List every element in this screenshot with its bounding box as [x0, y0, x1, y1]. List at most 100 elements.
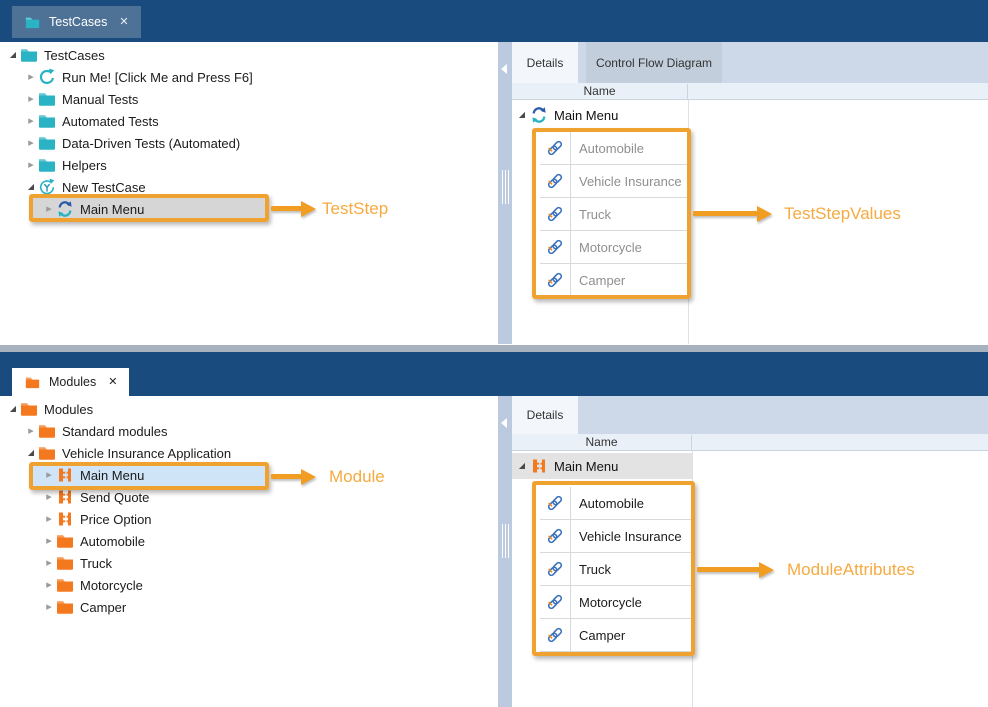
attribute-row[interactable]: Automobile [540, 487, 692, 520]
tree-item-run-me-click-me-and-press-f6[interactable]: ▸ Run Me! [Click Me and Press F6] [0, 66, 498, 88]
tree-item-camper[interactable]: ▸ Camper [0, 596, 498, 618]
module-row[interactable]: Main Menu [512, 453, 692, 479]
tree-item-truck[interactable]: ▸ Truck [0, 552, 498, 574]
expand-arrow-icon[interactable]: ◢ [27, 448, 35, 457]
splitter[interactable] [498, 42, 512, 344]
tab-modules[interactable]: Modules ✕ [12, 368, 130, 396]
expand-arrow-icon[interactable]: ▸ [46, 512, 52, 525]
grid-header[interactable]: Name [512, 83, 988, 100]
tree-item-vehicle-insurance-application[interactable]: ◢ Vehicle Insurance Application [0, 442, 498, 464]
attribute-name: Motorcycle [579, 594, 642, 610]
tree-item-label: TestCases [44, 47, 105, 63]
tree-item-label: Data-Driven Tests (Automated) [62, 135, 241, 151]
tree-item-testcases[interactable]: ◢ TestCases [0, 44, 498, 66]
folder-orange-icon [56, 598, 74, 616]
tree-item-main-menu[interactable]: ▸ Main Menu [30, 198, 266, 220]
folder-teal-icon [38, 90, 56, 108]
details-tab-strip: Details Control Flow Diagram [512, 42, 988, 83]
tree-item-new-testcase[interactable]: ◢ New TestCase [0, 176, 498, 198]
attribute-row[interactable]: Vehicle Insurance [540, 520, 692, 553]
link-chain-icon [540, 165, 571, 197]
link-chain-icon [540, 619, 571, 651]
expand-arrow-icon[interactable]: ◢ [27, 182, 35, 191]
tree-item-motorcycle[interactable]: ▸ Motorcycle [0, 574, 498, 596]
expand-arrow-icon[interactable]: ▸ [46, 534, 52, 547]
attribute-name: Automobile [579, 495, 645, 511]
tree-item-modules[interactable]: ◢ Modules [0, 398, 498, 420]
testcases-tree: ◢ TestCases ▸ Run Me! [Click Me and Pres… [0, 42, 498, 344]
name-column-header[interactable]: Name [512, 435, 692, 451]
expand-arrow-icon[interactable] [516, 111, 528, 119]
close-icon[interactable]: ✕ [119, 15, 129, 28]
splitter[interactable] [498, 396, 512, 707]
expand-arrow-icon[interactable]: ▸ [28, 92, 34, 105]
expand-arrow-icon[interactable]: ▸ [46, 578, 52, 591]
tree-item-manual-tests[interactable]: ▸ Manual Tests [0, 88, 498, 110]
attribute-row[interactable]: Truck [540, 553, 692, 586]
attribute-name: Truck [579, 206, 612, 222]
link-chain-icon [540, 132, 571, 164]
expand-arrow-icon[interactable]: ▸ [46, 490, 52, 503]
expand-arrow-icon[interactable]: ▸ [28, 136, 34, 149]
attribute-name: Automobile [579, 140, 645, 156]
attribute-name: Camper [579, 627, 626, 643]
tree-item-label: New TestCase [62, 179, 146, 195]
run-circle-teal-icon [38, 68, 56, 86]
tree-item-label: Helpers [62, 157, 107, 173]
expand-arrow-icon[interactable]: ◢ [9, 404, 17, 413]
tree-item-standard-modules[interactable]: ▸ Standard modules [0, 420, 498, 442]
attribute-row[interactable]: Automobile [540, 132, 688, 165]
expand-arrow-icon[interactable]: ◢ [9, 50, 17, 59]
splitter-grip-icon[interactable] [502, 524, 509, 558]
tab-details[interactable]: Details [512, 396, 578, 434]
expand-arrow-icon[interactable]: ▸ [28, 158, 34, 171]
modules-details: Details Name Main Menu Automobile Vehicl… [512, 396, 988, 707]
module-orange-icon [56, 488, 74, 506]
expand-arrow-icon[interactable] [516, 462, 528, 470]
link-chain-icon [540, 553, 571, 585]
tree-item-label: Manual Tests [62, 91, 139, 107]
expand-arrow-icon[interactable]: ▸ [46, 600, 52, 613]
teststep-name: Main Menu [554, 107, 619, 123]
tree-item-label: Truck [80, 555, 113, 571]
folder-orange-icon [56, 554, 74, 572]
splitter-grip-icon[interactable] [502, 170, 509, 204]
expand-arrow-icon[interactable]: ▸ [28, 114, 34, 127]
tree-item-label: Motorcycle [80, 577, 143, 593]
tree-item-send-quote[interactable]: ▸ Send Quote [0, 486, 498, 508]
window-separator [0, 345, 988, 352]
teststep-row[interactable]: Main Menu [512, 102, 618, 128]
tab-details[interactable]: Details [512, 42, 578, 83]
attribute-row[interactable]: Camper [540, 264, 688, 297]
tree-item-data-driven-tests-automated[interactable]: ▸ Data-Driven Tests (Automated) [0, 132, 498, 154]
grid-header[interactable]: Name [512, 434, 988, 451]
attribute-row[interactable]: Camper [540, 619, 692, 652]
collapse-splitter-icon[interactable] [501, 64, 507, 74]
attribute-row[interactable]: Motorcycle [540, 586, 692, 619]
tab-control-flow-diagram[interactable]: Control Flow Diagram [586, 42, 722, 83]
module-orange-icon [56, 510, 74, 528]
tree-item-price-option[interactable]: ▸ Price Option [0, 508, 498, 530]
collapse-splitter-icon[interactable] [501, 418, 507, 428]
folder-teal-icon [38, 112, 56, 130]
tree-item-helpers[interactable]: ▸ Helpers [0, 154, 498, 176]
expand-arrow-icon[interactable]: ▸ [46, 468, 52, 481]
expand-arrow-icon[interactable]: ▸ [46, 202, 52, 215]
tree-item-main-menu[interactable]: ▸ Main Menu [30, 464, 266, 486]
attribute-row[interactable]: Truck [540, 198, 688, 231]
name-column-header[interactable]: Name [512, 84, 688, 100]
expand-arrow-icon[interactable]: ▸ [28, 424, 34, 437]
tree-item-automated-tests[interactable]: ▸ Automated Tests [0, 110, 498, 132]
folder-teal-icon [38, 156, 56, 174]
expand-arrow-icon[interactable]: ▸ [28, 70, 34, 83]
expand-arrow-icon[interactable]: ▸ [46, 556, 52, 569]
tree-item-label: Main Menu [80, 467, 145, 483]
link-chain-icon [540, 231, 571, 263]
tree-item-automobile[interactable]: ▸ Automobile [0, 530, 498, 552]
tab-testcases[interactable]: TestCases ✕ [12, 6, 141, 38]
close-icon[interactable]: ✕ [108, 375, 118, 388]
attribute-row[interactable]: Vehicle Insurance [540, 165, 688, 198]
attribute-row[interactable]: Motorcycle [540, 231, 688, 264]
tree-item-label: Run Me! [Click Me and Press F6] [62, 69, 253, 85]
